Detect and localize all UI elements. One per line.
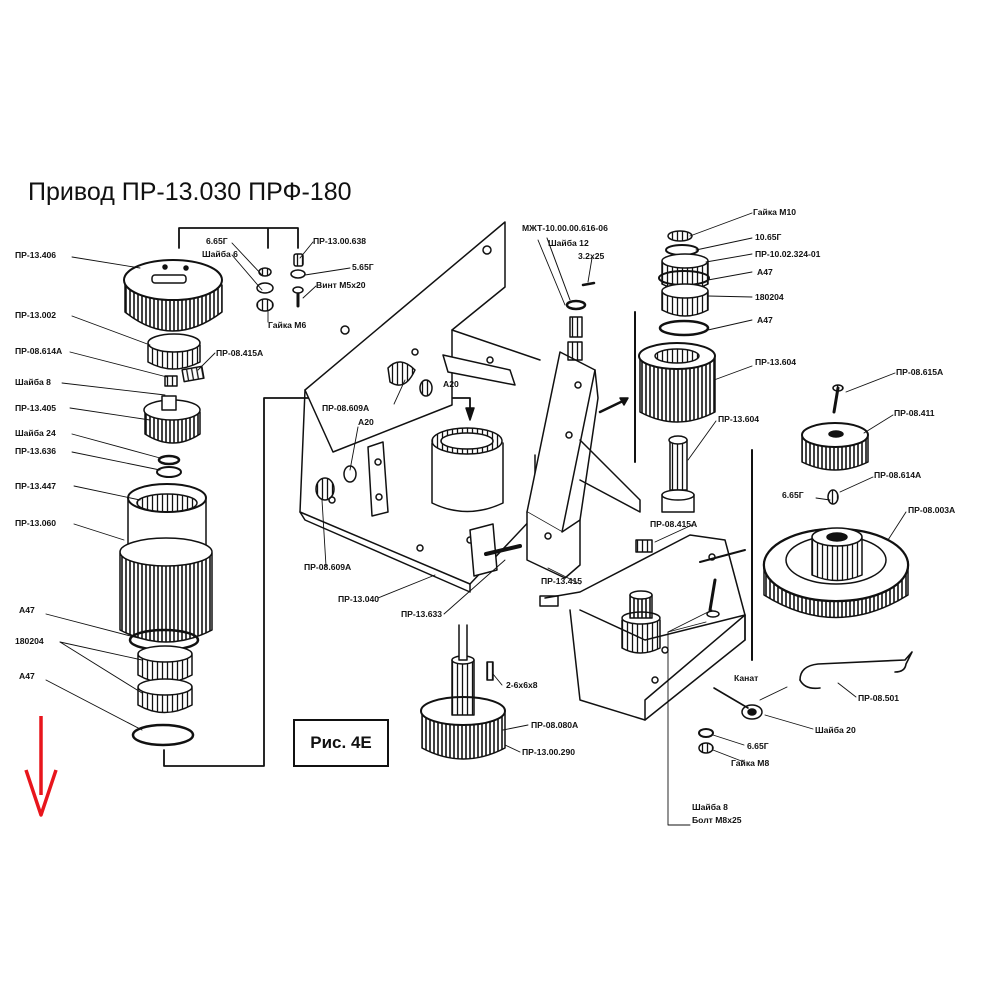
- bearing-stack: [128, 628, 200, 747]
- label-pr08003a: ПР-08.003А: [908, 505, 956, 515]
- label-a47-left-top: А47: [19, 605, 35, 615]
- cap-part: [123, 259, 223, 332]
- main-frame: [299, 221, 541, 593]
- label-washer24: Шайба 24: [15, 428, 56, 438]
- label-665g-top: 6.65Г: [206, 236, 228, 246]
- label-pr08615a: ПР-08.615А: [896, 367, 944, 377]
- label-a47-right-top: А47: [757, 267, 773, 277]
- label-pr13415: ПР-13.415: [541, 576, 583, 586]
- label-10-65g: 10.65Г: [755, 232, 782, 242]
- label-pr08080a: ПР-08.080А: [531, 720, 579, 730]
- pulley-assembly: [751, 384, 910, 661]
- label-pr08614a-right: ПР-08.614А: [874, 470, 922, 480]
- vertical-bracket: [526, 351, 641, 579]
- label-pr13406: ПР-13.406: [15, 250, 57, 260]
- screw-stack: [546, 237, 596, 361]
- bottom-spindle: [420, 624, 506, 760]
- label-washer20: Шайба 20: [815, 725, 856, 735]
- label-pr13405: ПР-13.405: [15, 403, 57, 413]
- label-pr08614a-left: ПР-08.614А: [15, 346, 63, 356]
- lower-bracket: [539, 534, 746, 721]
- housing-part: [119, 483, 213, 643]
- coupling-part: [143, 395, 201, 444]
- label-pr13040: ПР-13.040: [338, 594, 380, 604]
- label-pr13447: ПР-13.447: [15, 481, 57, 491]
- label-nut-m8: Гайка М8: [731, 758, 770, 768]
- small-fasteners: [256, 253, 306, 312]
- label-180204-right: 180204: [755, 292, 784, 302]
- label-180204-left: 180204: [15, 636, 44, 646]
- cable-hook: [713, 651, 913, 720]
- sleeve-part: [147, 333, 201, 370]
- label-pr13633: ПР-13.633: [401, 609, 443, 619]
- label-565g: 5.65Г: [352, 262, 374, 272]
- right-bearing-stack: [638, 230, 716, 513]
- figure-label: Рис. 4Е: [293, 719, 389, 767]
- label-a20-upper: А20: [443, 379, 459, 389]
- label-pr1002324: ПР-10.02.324-01: [755, 249, 821, 259]
- label-nut-m6: Гайка М6: [268, 320, 307, 330]
- label-3-2x25: 3.2х25: [578, 251, 605, 261]
- label-pr1300290: ПР-13.00.290: [522, 747, 576, 757]
- label-washer8-left: Шайба 8: [15, 377, 51, 387]
- label-key-2-6x6x8: 2-6х6х8: [506, 680, 538, 690]
- label-pr13636: ПР-13.636: [15, 446, 57, 456]
- label-washer8-bottom: Шайба 8: [692, 802, 728, 812]
- label-a47-right-bottom: А47: [757, 315, 773, 325]
- label-665g-right: 6.65Г: [782, 490, 804, 500]
- label-bolt-m8x25: Болт М8х25: [692, 815, 742, 825]
- left-shaft-assembly: [119, 227, 475, 767]
- label-mzht: МЖТ-10.00.00.616-06: [522, 223, 608, 233]
- label-pr08411: ПР-08.411: [894, 408, 935, 418]
- label-pr08609a-lower: ПР-08.609А: [304, 562, 352, 572]
- label-a47-left-bottom: А47: [19, 671, 35, 681]
- drawing-title: Привод ПР-13.030 ПРФ-180: [28, 178, 352, 206]
- label-pr1300638: ПР-13.00.638: [313, 236, 367, 246]
- label-pr08501: ПР-08.501: [858, 693, 900, 703]
- label-pr13604-shaft: ПР-13.604: [718, 414, 760, 424]
- label-a20-lower: А20: [358, 417, 374, 427]
- leader-lines: [45, 212, 907, 826]
- label-pr13002: ПР-13.002: [15, 310, 57, 320]
- label-pr13604-drum: ПР-13.604: [755, 357, 797, 367]
- label-cable: Канат: [734, 673, 759, 683]
- red-down-arrow: [24, 716, 58, 817]
- label-pr08415a-right: ПР-08.415А: [650, 519, 698, 529]
- label-pr08609a-upper: ПР-08.609А: [322, 403, 370, 413]
- label-nut-m10: Гайка М10: [753, 207, 797, 217]
- label-washer12: Шайба 12: [548, 238, 589, 248]
- label-pr08415a-left: ПР-08.415А: [216, 348, 264, 358]
- label-washer6: Шайба 6: [202, 249, 238, 259]
- label-665g-bottom: 6.65Г: [747, 741, 769, 751]
- label-screw-m5x20: Винт М5х20: [316, 280, 366, 290]
- label-pr13060: ПР-13.060: [15, 518, 57, 528]
